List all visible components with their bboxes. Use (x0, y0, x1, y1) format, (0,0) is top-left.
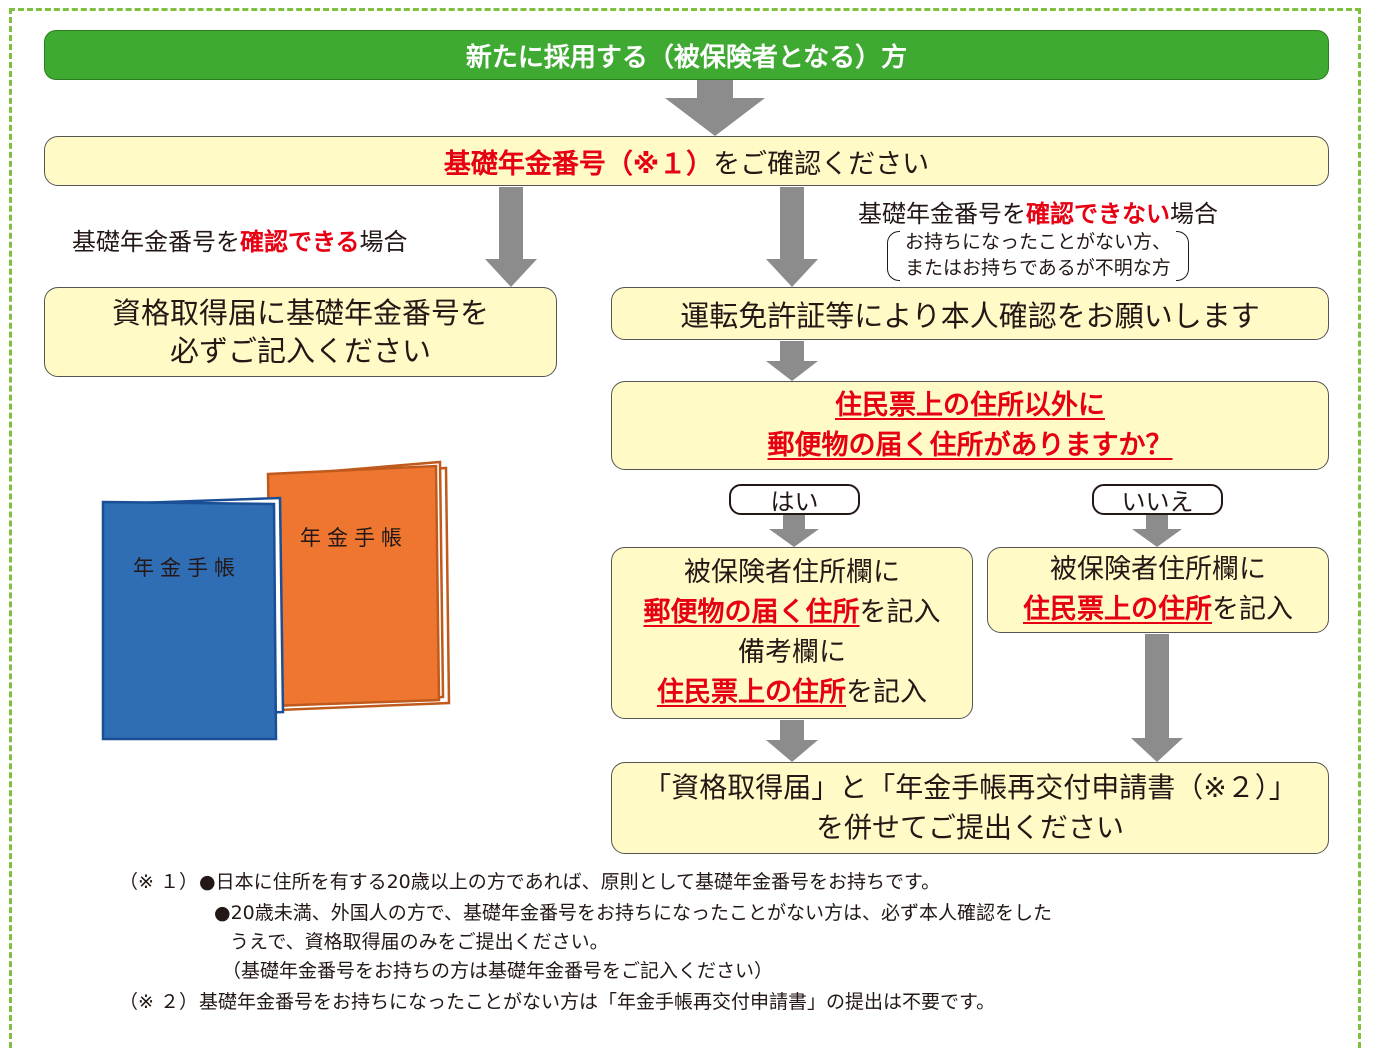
orange-booklet-label: 年金手帳 (300, 526, 408, 550)
left-branch-pre: 基礎年金番号を (72, 228, 240, 256)
yes-text: はい (770, 488, 819, 516)
left-box-line1: 資格取得届に基礎年金番号を (111, 296, 489, 330)
header-banner: 新たに採用する（被保険者となる）方 (44, 30, 1329, 80)
yes-box-line1: 被保険者住所欄に (684, 557, 900, 588)
no-result-box: 被保険者住所欄に 住民票上の住所を記入 (987, 547, 1329, 633)
yes-box-line4-rest: を記入 (846, 677, 927, 708)
yes-box-line4-red: 住民票上の住所 (657, 677, 846, 708)
final-box-line1: 「資格取得届」と「年金手帳再交付申請書（※２）」 (643, 771, 1297, 804)
arrow-down-id (766, 341, 818, 381)
paren-right (1176, 231, 1190, 281)
address-question-box: 住民票上の住所以外に 郵便物の届く住所がありますか？ (611, 381, 1329, 470)
note1-line-c: うえで、資格取得届のみをご提出ください。 (230, 931, 609, 953)
no-box-line2: 住民票上の住所を記入 (1023, 590, 1293, 630)
right-branch-post: 場合 (1170, 200, 1218, 228)
arrow-down-right (766, 187, 818, 287)
blue-booklet-label: 年金手帳 (133, 556, 241, 580)
question-line1: 住民票上の住所以外に (835, 389, 1105, 421)
dashed-frame (9, 8, 1361, 1048)
yes-box-line2: 郵便物の届く住所を記入 (644, 593, 941, 633)
yes-box-line4: 住民票上の住所を記入 (657, 673, 927, 713)
id-box-text: 運転免許証等により本人確認をお願いします (680, 298, 1260, 333)
yes-result-box: 被保険者住所欄に 郵便物の届く住所を記入 備考欄に 住民票上の住所を記入 (611, 547, 973, 719)
no-text: いいえ (1121, 488, 1194, 516)
right-branch-paren: お持ちになったことがない方、 またはお持ちであるが不明な方 (887, 229, 1190, 281)
arrow-down-left (485, 187, 537, 287)
paren-line2: またはお持ちであるが不明な方 (905, 257, 1171, 279)
no-label: いいえ (1092, 484, 1223, 516)
no-box-line2-red: 住民票上の住所 (1023, 594, 1212, 625)
right-branch-red: 確認できない (1026, 200, 1170, 228)
confirm-box: 基礎年金番号（※１） をご確認ください (44, 136, 1329, 186)
note2-line: 基礎年金番号をお持ちになったことがない方は「年金手帳再交付申請書」の提出は不要で… (199, 991, 996, 1013)
confirm-text: をご確認ください (713, 148, 930, 180)
no-box-line1: 被保険者住所欄に (1050, 554, 1266, 585)
yes-box-line2-rest: を記入 (859, 597, 941, 628)
paren-left (887, 231, 900, 281)
note1-mark: （※ １） (119, 871, 198, 893)
arrow-down-main (665, 80, 765, 136)
note2-mark: （※ ２） (119, 991, 198, 1013)
arrow-down-yes (769, 515, 819, 547)
right-branch-pre: 基礎年金番号を (858, 200, 1026, 228)
arrow-down-yes-final (766, 720, 818, 762)
arrow-down-no-final (1131, 634, 1183, 762)
left-branch-label: 基礎年金番号を確認できる場合 (72, 222, 408, 257)
pension-booklets-illustration (101, 460, 451, 741)
right-branch-label: 基礎年金番号を確認できない場合 (858, 194, 1218, 229)
note1-line-b: ●20歳未満、外国人の方で、基礎年金番号をお持ちになったことがない方は、必ず本人… (214, 902, 1052, 924)
yes-box-line3: 備考欄に (738, 637, 846, 668)
question-line2: 郵便物の届く住所がありますか？ (767, 429, 1173, 461)
note1-line-d: （基礎年金番号をお持ちの方は基礎年金番号をご記入ください） (222, 960, 774, 982)
header-title: 新たに採用する（被保険者となる）方 (465, 42, 908, 73)
final-box-line2: を併せてご提出ください (815, 811, 1124, 844)
note1-line-a: ●日本に住所を有する20歳以上の方であれば、原則として基礎年金番号をお持ちです。 (199, 871, 941, 893)
left-branch-red: 確認できる (240, 228, 360, 256)
no-box-line2-rest: を記入 (1212, 594, 1293, 625)
arrow-down-no (1132, 515, 1182, 547)
left-instruction-box: 資格取得届に基礎年金番号を 必ずご記入ください (44, 287, 557, 377)
final-submit-box: 「資格取得届」と「年金手帳再交付申請書（※２）」 を併せてご提出ください (611, 762, 1329, 854)
id-check-box: 運転免許証等により本人確認をお願いします (611, 287, 1329, 340)
left-branch-post: 場合 (359, 228, 408, 256)
paren-line1: お持ちになったことがない方、 (905, 231, 1172, 253)
confirm-red-text: 基礎年金番号（※１） (443, 148, 714, 180)
left-box-line2: 必ずご記入ください (169, 334, 431, 368)
yes-label: はい (729, 484, 860, 516)
yes-box-line2-red: 郵便物の届く住所 (643, 597, 860, 628)
